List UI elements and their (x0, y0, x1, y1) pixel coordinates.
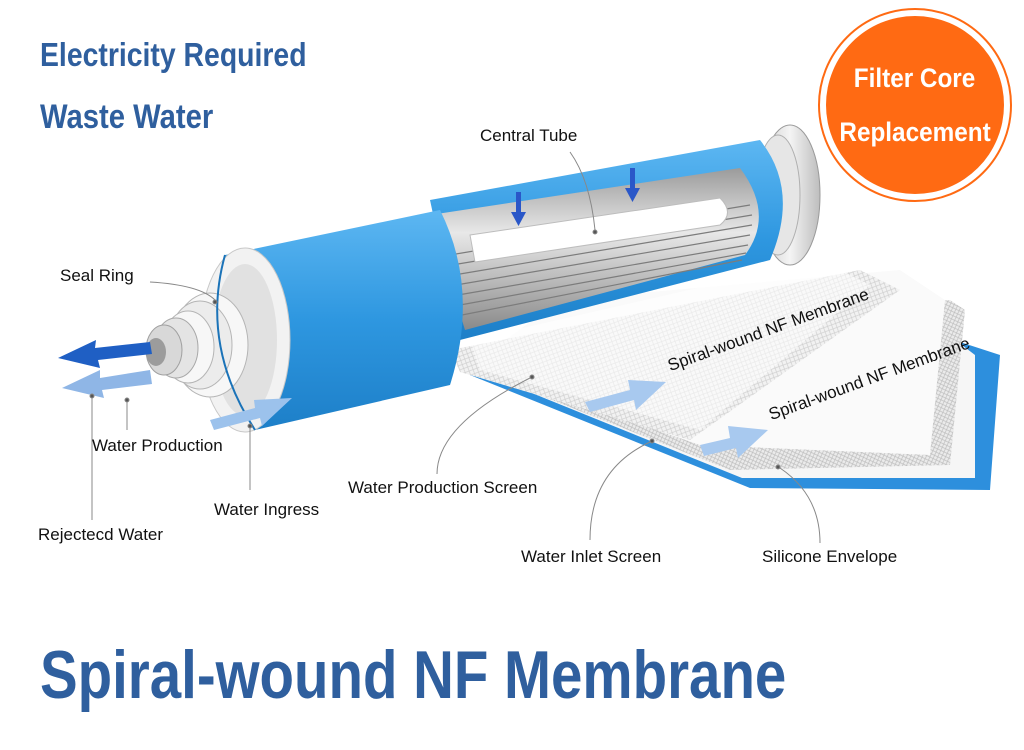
label-water-inlet-screen: Water Inlet Screen (521, 547, 662, 566)
heading-waste-water: Waste Water (40, 98, 214, 136)
membrane-2-flow-arrow (700, 426, 768, 458)
water-ingress-arrow (210, 398, 292, 430)
water-production-arrow (58, 340, 152, 368)
badge-circle: Filter Core Replacement (826, 16, 1004, 194)
seal-ring (145, 292, 249, 398)
flow-down-arrows (511, 168, 640, 226)
filter-core-replacement-badge: Filter Core Replacement (818, 8, 1012, 202)
label-silicone-envelope: Silicone Envelope (762, 547, 898, 566)
unrolled-layers (450, 260, 1000, 490)
central-tube (469, 197, 728, 263)
flow-arrows (58, 340, 768, 458)
membrane-1-flow-arrow (585, 380, 666, 412)
membrane-sheet-1 (470, 260, 870, 430)
label-water-production-screen: Water Production Screen (348, 478, 538, 497)
badge-line-1: Filter Core (854, 63, 976, 93)
heading-electricity-required: Electricity Required (40, 36, 307, 73)
badge-line-2: Replacement (839, 117, 991, 147)
filter-cylinder (145, 124, 821, 433)
label-water-ingress: Water Ingress (214, 500, 320, 519)
page-title: Spiral-wound NF Membrane (40, 637, 787, 713)
leader-lines (89, 151, 821, 544)
rejected-water-arrow (62, 370, 152, 398)
label-water-production: Water Production (92, 436, 223, 455)
label-seal-ring: Seal Ring (60, 266, 134, 285)
label-rejected-water: Rejectecd Water (38, 525, 164, 544)
label-central-tube: Central Tube (480, 126, 578, 145)
